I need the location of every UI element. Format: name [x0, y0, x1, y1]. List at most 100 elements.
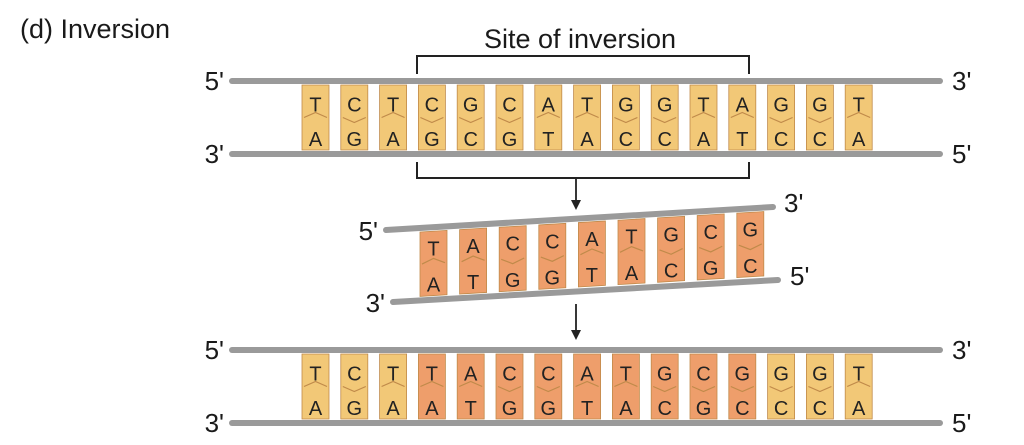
- base-pair-block: [301, 84, 330, 151]
- base-pair-block: [844, 353, 873, 420]
- excised-top-base: A: [585, 229, 599, 251]
- top-base: G: [463, 95, 479, 117]
- bottom-base: A: [386, 129, 400, 151]
- base-pair-block: [650, 84, 679, 151]
- base-pair-block: [728, 353, 757, 420]
- top-base: T: [853, 364, 865, 386]
- excised-base-pair-seam: [540, 255, 565, 262]
- top-base: T: [387, 364, 399, 386]
- excised-base-pair-block: [498, 225, 527, 293]
- bottom-base: A: [852, 398, 866, 420]
- top-base: T: [309, 364, 321, 386]
- excised-base-pair-block: [419, 229, 448, 297]
- bottom-base: G: [347, 398, 363, 420]
- base-pair-block: [728, 84, 757, 151]
- bottom-base: G: [502, 398, 518, 420]
- base-pair-seam: [342, 116, 367, 124]
- base-pair-seam: [691, 111, 716, 119]
- base-pair-seam: [536, 111, 561, 119]
- excised-bottom-base: C: [743, 256, 757, 278]
- top-base: T: [853, 95, 865, 117]
- bottom-base: C: [657, 129, 671, 151]
- bracket-label: Site of inversion: [484, 24, 676, 54]
- base-pair-seam: [769, 385, 793, 393]
- excised-top-right-label: 3': [784, 188, 803, 218]
- excised-bottom-base: C: [664, 260, 678, 282]
- excised-base-pair-seam: [698, 245, 723, 253]
- base-pair-block: [844, 84, 873, 151]
- base-pair-seam: [730, 385, 755, 393]
- bottom-base: A: [697, 129, 711, 151]
- base-pair-block: [767, 84, 795, 151]
- base-pair-block: [534, 84, 563, 151]
- bottom-base: A: [619, 398, 633, 420]
- base-pair-seam: [652, 116, 677, 124]
- bottom-base: G: [347, 129, 363, 151]
- top-bracket: [416, 55, 750, 74]
- top-base: G: [773, 364, 789, 386]
- base-pair-seam: [691, 385, 716, 393]
- base-pair-block: [534, 353, 563, 420]
- bottom-left-end-label: 3': [205, 139, 224, 169]
- base-pair-block: [417, 353, 446, 420]
- top-base: T: [426, 364, 438, 386]
- base-pair-block: [689, 353, 718, 420]
- base-pair-block: [689, 84, 718, 151]
- base-pair-block: [456, 84, 485, 151]
- top-base: G: [735, 364, 751, 386]
- bottom-base: C: [463, 129, 477, 151]
- base-pair-block: [340, 353, 369, 420]
- arrow-head: [571, 200, 581, 210]
- bottom-base: T: [736, 129, 748, 151]
- excised-bottom-strand: [390, 277, 781, 305]
- bottom-base: A: [309, 398, 323, 420]
- base-pair-seam: [846, 111, 871, 119]
- bottom-right-end-label: 5': [952, 139, 971, 169]
- bottom-base: A: [309, 129, 323, 151]
- base-pair-seam: [614, 380, 638, 388]
- base-pair-block: [767, 353, 795, 420]
- top-base: G: [657, 364, 673, 386]
- bottom-base: C: [735, 398, 749, 420]
- base-pair-seam: [730, 111, 755, 119]
- excised-base-pair-seam: [580, 248, 604, 256]
- base-pair-seam: [342, 385, 367, 393]
- excised-bottom-base: G: [703, 258, 719, 280]
- top-base: T: [387, 95, 399, 117]
- top-base: C: [696, 364, 710, 386]
- base-pair-seam: [381, 111, 405, 119]
- base-pair-seam: [808, 385, 832, 393]
- top-base: G: [657, 95, 673, 117]
- base-pair-block: [456, 353, 485, 420]
- top-base: T: [581, 95, 593, 117]
- top-base: C: [347, 95, 361, 117]
- excised-base-pair-block: [578, 220, 606, 288]
- excised-base-pair-block: [617, 218, 646, 286]
- base-pair-block: [573, 353, 601, 420]
- base-pair-block: [806, 353, 834, 420]
- bottom-base: A: [386, 398, 400, 420]
- excised-top-base: T: [625, 227, 637, 249]
- excised-top-base: T: [427, 238, 439, 260]
- excised-top-base: G: [663, 224, 679, 246]
- top-base: T: [620, 364, 632, 386]
- top-base: G: [773, 95, 789, 117]
- bottom-base: C: [813, 129, 827, 151]
- top-left-end-label: 5': [205, 335, 224, 365]
- excised-bottom-base: T: [467, 272, 479, 294]
- base-pair-block: [612, 84, 640, 151]
- excised-bottom-base: A: [625, 263, 639, 285]
- base-pair-block: [379, 84, 408, 151]
- excised-top-base: C: [703, 222, 717, 244]
- top-base: A: [736, 95, 750, 117]
- top-base: C: [425, 95, 439, 117]
- excised-bottom-left-label: 3': [366, 288, 385, 318]
- top-left-end-label: 5': [205, 66, 224, 96]
- top-base: G: [812, 95, 828, 117]
- base-pair-seam: [303, 380, 328, 388]
- arrow-head: [571, 330, 581, 340]
- excised-top-base: C: [505, 234, 519, 256]
